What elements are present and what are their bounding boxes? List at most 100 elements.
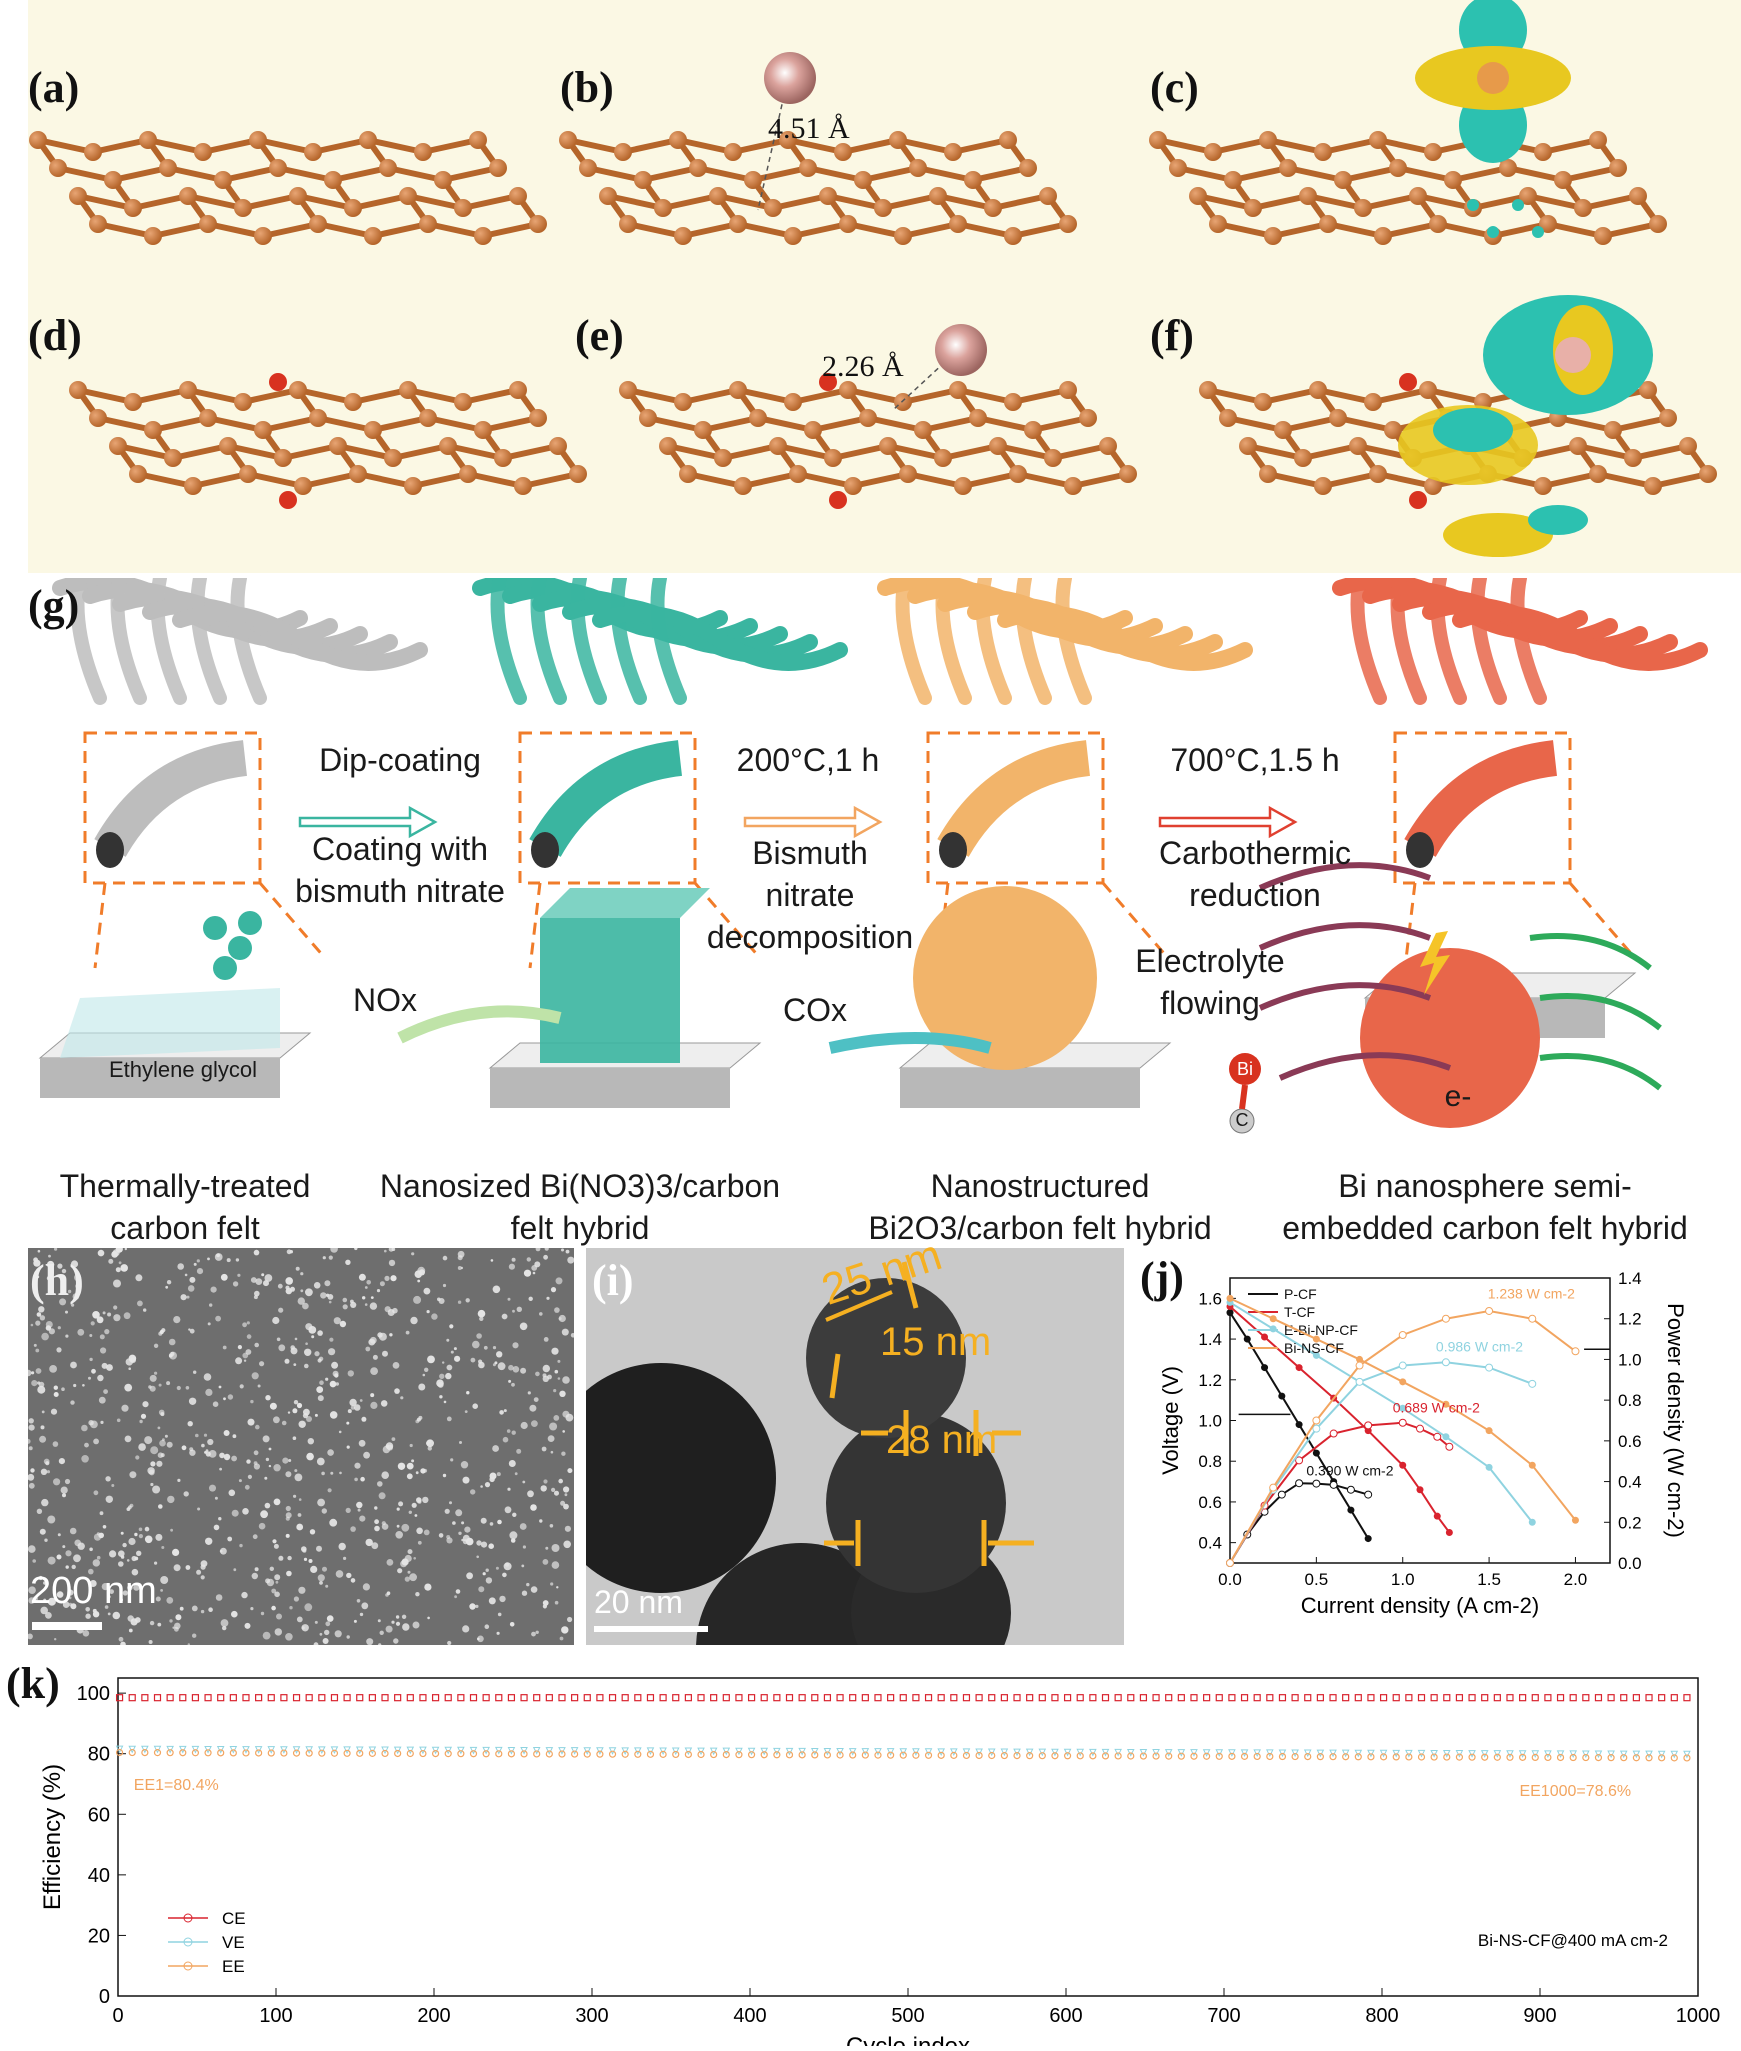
data-point <box>520 1694 528 1702</box>
sem-particle <box>28 1424 35 1431</box>
sem-particle <box>170 1528 174 1532</box>
data-point <box>1266 1749 1274 1758</box>
sem-particle <box>528 1296 533 1301</box>
arrow1-top-label: Dip-coating <box>319 742 481 778</box>
sem-particle <box>298 1420 306 1428</box>
y-tick-label: 1.6 <box>1198 1289 1222 1308</box>
carbon-atom <box>1064 477 1082 495</box>
data-point <box>874 1694 882 1702</box>
sem-particle <box>413 1295 422 1304</box>
data-point <box>1569 1753 1577 1762</box>
sem-particle <box>317 1574 325 1582</box>
sem-particle <box>510 1538 516 1543</box>
data-point <box>356 1749 364 1757</box>
sem-particle <box>102 1525 107 1529</box>
carbon-atom <box>219 437 237 455</box>
oxygen-atom <box>279 491 297 509</box>
data-point <box>191 1694 200 1702</box>
sem-particle <box>72 1293 80 1300</box>
data-point <box>1354 1749 1363 1758</box>
data-point <box>735 1751 743 1759</box>
sem-particle <box>508 1263 515 1270</box>
power-point <box>1528 1379 1537 1388</box>
sem-particle <box>227 1536 233 1542</box>
sem-particle <box>220 1619 229 1627</box>
sem-particle <box>289 1606 293 1610</box>
sem-particle <box>113 1314 121 1322</box>
data-point <box>1329 1749 1337 1758</box>
sem-particle <box>274 1628 282 1636</box>
sem-particle <box>561 1451 566 1456</box>
sem-particle <box>293 1363 297 1366</box>
sem-particle <box>54 1247 58 1251</box>
structure-drawings <box>29 0 1717 557</box>
data-point <box>1620 1694 1628 1702</box>
sem-particle <box>285 1633 293 1641</box>
sem-particle <box>350 1578 356 1583</box>
carbon-atom <box>124 199 142 217</box>
carbon-atom <box>1389 159 1407 177</box>
sem-particle <box>350 1299 354 1304</box>
sem-particle <box>62 1601 70 1608</box>
sem-particle <box>325 1377 329 1381</box>
power-point <box>1312 1416 1321 1425</box>
carbon-atom <box>1274 421 1292 439</box>
sem-particle <box>362 1583 370 1591</box>
data-point <box>659 1750 667 1758</box>
carbon-atom <box>194 143 212 161</box>
sem-particle <box>338 1430 342 1434</box>
sem-particle <box>136 1550 142 1556</box>
sem-particle <box>52 1441 59 1447</box>
data-point <box>1253 1749 1261 1758</box>
sem-particle <box>314 1413 318 1417</box>
data-point <box>1215 1749 1224 1757</box>
graphene-c <box>1149 131 1667 245</box>
sem-particle <box>220 1547 227 1555</box>
sem-particle <box>200 1609 205 1614</box>
sem-particle <box>462 1476 470 1484</box>
sem-particle <box>369 1336 377 1344</box>
data-point <box>368 1746 377 1755</box>
nanoparticle <box>213 956 237 980</box>
carbon-atom <box>989 437 1007 455</box>
sem-particle <box>35 1348 40 1353</box>
carbon-atom <box>1334 171 1352 189</box>
sem-particle <box>77 1542 85 1550</box>
sem-particle <box>158 1383 162 1387</box>
charge-lobe <box>1528 505 1588 535</box>
caption-2-line1: Nanosized Bi(NO3)3/carbon <box>379 1168 781 1204</box>
power-point <box>1355 1377 1364 1386</box>
sem-particle <box>235 1357 243 1365</box>
sem-particle <box>254 1567 259 1572</box>
data-point <box>318 1694 326 1702</box>
sem-particle <box>339 1320 347 1328</box>
data-point <box>583 1694 591 1702</box>
sem-particle <box>84 1442 89 1448</box>
carbon-atom <box>269 159 287 177</box>
sem-particle <box>46 1275 52 1281</box>
data-point <box>1202 1749 1211 1757</box>
data-point <box>255 1749 263 1757</box>
plot-frame <box>117 1677 1699 1997</box>
carbon-atom <box>1374 227 1392 245</box>
sem-particle <box>133 1584 140 1591</box>
zoom-line <box>693 882 762 959</box>
sem-particle <box>284 1358 290 1364</box>
carbon-atom <box>724 143 742 161</box>
power-point <box>1295 1456 1304 1465</box>
sem-particle <box>460 1266 464 1270</box>
sem-particle <box>144 1526 150 1532</box>
carbon-atom <box>439 437 457 455</box>
data-point <box>798 1694 806 1702</box>
data-point <box>520 1746 528 1755</box>
sem-particle <box>123 1312 131 1320</box>
sem-particle <box>121 1404 129 1412</box>
sem-particle <box>36 1275 40 1279</box>
data-point <box>128 1694 136 1702</box>
sem-particle <box>300 1272 304 1276</box>
carbon-atom <box>304 143 322 161</box>
sem-particle <box>507 1487 511 1491</box>
sem-particle <box>422 1373 426 1377</box>
data-point <box>1127 1752 1135 1760</box>
data-point <box>811 1751 819 1759</box>
